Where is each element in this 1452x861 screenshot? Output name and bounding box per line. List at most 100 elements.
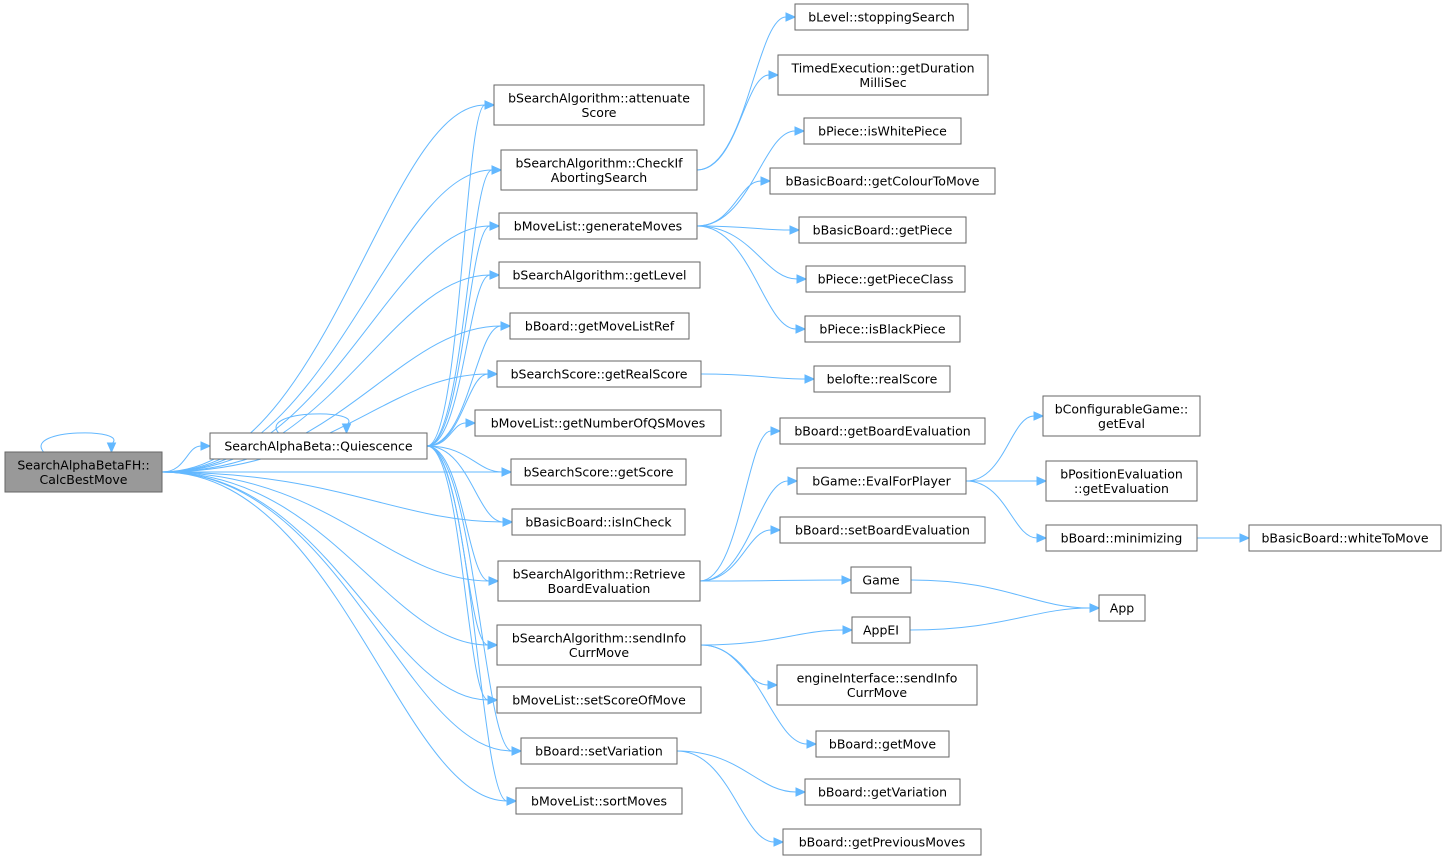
node-app[interactable]: App xyxy=(1098,594,1146,622)
node-bconfigurablegame-geteval[interactable]: bConfigurableGame::getEval xyxy=(1042,395,1201,437)
node-bboard-getmove[interactable]: bBoard::getMove xyxy=(815,730,950,758)
edge-n12-n30 xyxy=(700,644,808,745)
node-belofte-realscore[interactable]: belofte::realScore xyxy=(813,365,951,393)
node-bbasicboard-getpiece[interactable]: bBasicBoard::getPiece xyxy=(798,216,967,244)
node-label: SearchAlphaBetaFH:: xyxy=(17,457,149,472)
node-bpiece-iswhitepiece[interactable]: bPiece::isWhitePiece xyxy=(803,117,962,145)
node-bmovelist-setscoreofmove[interactable]: bMoveList::setScoreOfMove xyxy=(496,686,702,714)
node-bboard-setvariation[interactable]: bBoard::setVariation xyxy=(520,737,678,765)
node-bbasicboard-isincheck[interactable]: bBasicBoard::isInCheck xyxy=(511,508,686,536)
node-label: bMoveList::setScoreOfMove xyxy=(512,693,686,708)
node-bsearchalgorithm-getlevel[interactable]: bSearchAlgorithm::getLevel xyxy=(498,261,701,289)
node-bboard-minimizing[interactable]: bBoard::minimizing xyxy=(1045,524,1198,552)
node-box xyxy=(769,167,996,195)
node-box xyxy=(496,360,702,388)
node-label: bBoard::minimizing xyxy=(1061,531,1183,546)
edge-n0-n1 xyxy=(161,445,202,473)
node-label: bMoveList::generateMoves xyxy=(514,219,682,234)
edge-n11-n24 xyxy=(699,430,772,582)
arrowhead xyxy=(1033,411,1045,421)
arrowhead xyxy=(789,225,801,235)
node-bboard-getvariation[interactable]: bBoard::getVariation xyxy=(804,778,961,806)
edge-n1-n13 xyxy=(426,445,489,701)
node-label: engineInterface::sendInfo xyxy=(797,670,958,685)
node-label: bPiece::isWhitePiece xyxy=(818,124,947,139)
arrowhead xyxy=(767,680,779,690)
edge-n1-n11 xyxy=(426,445,490,582)
edge-n1-n14 xyxy=(426,445,513,752)
node-appei[interactable]: AppEI xyxy=(851,616,911,644)
node-box xyxy=(850,566,912,594)
edge-n1-n3 xyxy=(426,169,493,447)
edge-n1-n8 xyxy=(426,422,467,447)
node-bpiece-getpiececlass[interactable]: bPiece::getPieceClass xyxy=(805,265,966,293)
node-label: bBoard::getVariation xyxy=(818,785,947,800)
node-box xyxy=(782,828,982,856)
node-searchalphabetafh-calcbestmove[interactable]: SearchAlphaBetaFH::CalcBestMove xyxy=(4,451,163,493)
node-bmovelist-sortmoves[interactable]: bMoveList::sortMoves xyxy=(515,787,683,815)
node-label: AbortingSearch xyxy=(551,170,647,185)
node-label: bBoard::getBoardEvaluation xyxy=(794,424,970,439)
node-label: bBasicBoard::getColourToMove xyxy=(786,174,980,189)
edge-n0-n5 xyxy=(161,274,491,473)
node-bsearchscore-getrealscore[interactable]: bSearchScore::getRealScore xyxy=(496,360,702,388)
node-bboard-getpreviousmoves[interactable]: bBoard::getPreviousMoves xyxy=(782,828,982,856)
edge-n1-n7 xyxy=(426,373,489,447)
node-label: bConfigurableGame:: xyxy=(1055,401,1189,416)
node-bboard-getboardevaluation[interactable]: bBoard::getBoardEvaluation xyxy=(779,417,986,445)
node-bpiece-isblackpiece[interactable]: bPiece::isBlackPiece xyxy=(804,315,961,343)
node-box xyxy=(1098,594,1146,622)
node-bgame-evalforplayer[interactable]: bGame::EvalForPlayer xyxy=(796,467,967,495)
node-bmovelist-getnumberofqsmoves[interactable]: bMoveList::getNumberOfQSMoves xyxy=(474,409,722,437)
node-label: getEval xyxy=(1098,416,1145,431)
node-box xyxy=(851,616,911,644)
node-game[interactable]: Game xyxy=(850,566,912,594)
node-label: CurrMove xyxy=(847,685,908,700)
node-label: bBoard::getPreviousMoves xyxy=(799,835,965,850)
edge-n1-n10 xyxy=(426,445,504,523)
edge-n12-n29 xyxy=(700,644,769,686)
node-bmovelist-generatemoves[interactable]: bMoveList::generateMoves xyxy=(498,212,698,240)
node-searchalphabeta-quiescence[interactable]: SearchAlphaBeta::Quiescence xyxy=(209,432,428,460)
node-label: Score xyxy=(581,105,616,120)
edge-n4-n21 xyxy=(696,225,798,280)
arrowhead xyxy=(842,625,854,635)
node-bboard-setboardevaluation[interactable]: bBoard::setBoardEvaluation xyxy=(779,516,986,544)
node-bbasicboard-whitetomove[interactable]: bBasicBoard::whiteToMove xyxy=(1248,524,1442,552)
edge-n1-n15 xyxy=(426,445,508,802)
node-box xyxy=(803,117,962,145)
arrowhead xyxy=(511,746,523,756)
node-box xyxy=(500,149,698,191)
edge-n1-n9 xyxy=(426,445,503,473)
edge-n27-n37 xyxy=(910,579,1091,609)
node-blevel-stoppingsearch[interactable]: bLevel::stoppingSearch xyxy=(794,3,969,31)
node-label: BoardEvaluation xyxy=(548,581,651,596)
node-box xyxy=(777,54,989,96)
edge-n0-n10 xyxy=(161,471,504,523)
node-box xyxy=(804,315,961,343)
edge-n3-n17 xyxy=(696,74,770,171)
node-box xyxy=(510,458,687,486)
node-bsearchalgorithm-retrieveboardevaluation[interactable]: bSearchAlgorithm::RetrieveBoardEvaluatio… xyxy=(497,560,701,602)
node-box xyxy=(813,365,951,393)
edge-n14-n32 xyxy=(676,750,775,843)
arrowhead xyxy=(465,418,477,428)
arrowhead xyxy=(500,321,512,331)
node-bsearchscore-getscore[interactable]: bSearchScore::getScore xyxy=(510,458,687,486)
node-box xyxy=(798,216,967,244)
node-bpositionevaluation-getevaluation[interactable]: bPositionEvaluation::getEvaluation xyxy=(1045,460,1198,502)
arrowhead xyxy=(489,270,501,280)
node-box xyxy=(498,261,701,289)
node-box xyxy=(511,508,686,536)
node-bboard-getmovelistref[interactable]: bBoard::getMoveListRef xyxy=(509,312,690,340)
edge-n12-n28 xyxy=(700,629,844,646)
edge-n0-n2 xyxy=(161,104,486,473)
node-bbasicboard-getcolourtomove[interactable]: bBasicBoard::getColourToMove xyxy=(769,167,996,195)
node-box xyxy=(520,737,678,765)
